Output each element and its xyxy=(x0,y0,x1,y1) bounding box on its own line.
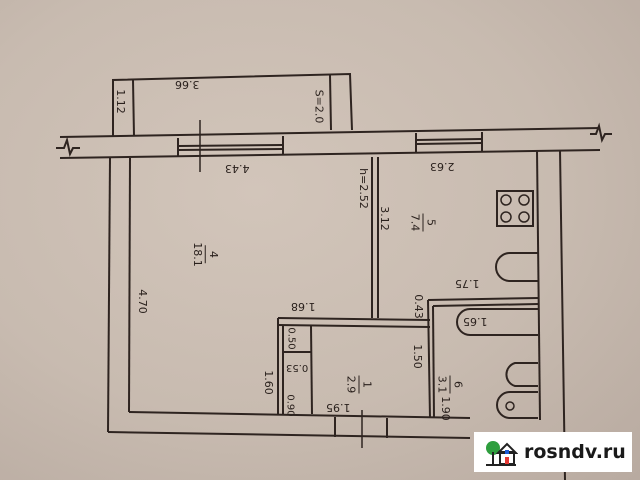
closet-a-label: 0.50 xyxy=(285,327,297,350)
bath-side-label: 1.90 xyxy=(438,396,452,421)
room-area: 7.4 xyxy=(408,213,422,232)
house-tree-icon xyxy=(486,441,518,466)
hall-bottom-label: 1.95 xyxy=(326,401,351,414)
hall-right-label: 1.50 xyxy=(410,344,424,369)
bath-tub-label: 1.65 xyxy=(463,315,488,328)
kitchen-length-label: 3.12 xyxy=(377,206,391,231)
hall-left-label: 1.60 xyxy=(261,370,275,395)
kitchen-counter-label: 1.75 xyxy=(455,277,480,290)
balcony-length-label: 3.66 xyxy=(175,78,200,91)
room-number: 1 xyxy=(360,381,374,388)
room-area: 18.1 xyxy=(190,242,204,267)
room-area: 3.1 xyxy=(435,375,449,394)
kitchen-width-label: 2.63 xyxy=(430,160,455,173)
room-area: 2.9 xyxy=(344,375,358,394)
room-number: 6 xyxy=(451,381,465,388)
rosndv-watermark[interactable]: rosndv.ru xyxy=(474,432,632,472)
closet-c-label: 0.90 xyxy=(284,394,296,417)
living-length-label: 4.70 xyxy=(135,289,149,314)
closet-b-label: 0.53 xyxy=(286,362,309,373)
ceiling-height-label: h=2.52 xyxy=(356,168,370,209)
balcony-area-label: S=2.0 xyxy=(312,89,326,124)
room-number: 4 xyxy=(206,251,220,258)
living-width-label: 4.43 xyxy=(225,162,250,175)
room-number: 5 xyxy=(424,219,438,226)
bath-gap-label: 0.43 xyxy=(411,294,425,319)
watermark-text: rosndv.ru xyxy=(524,441,626,463)
balcony-width-label: 1.12 xyxy=(113,89,127,114)
hall-top-label: 1.68 xyxy=(291,300,316,313)
